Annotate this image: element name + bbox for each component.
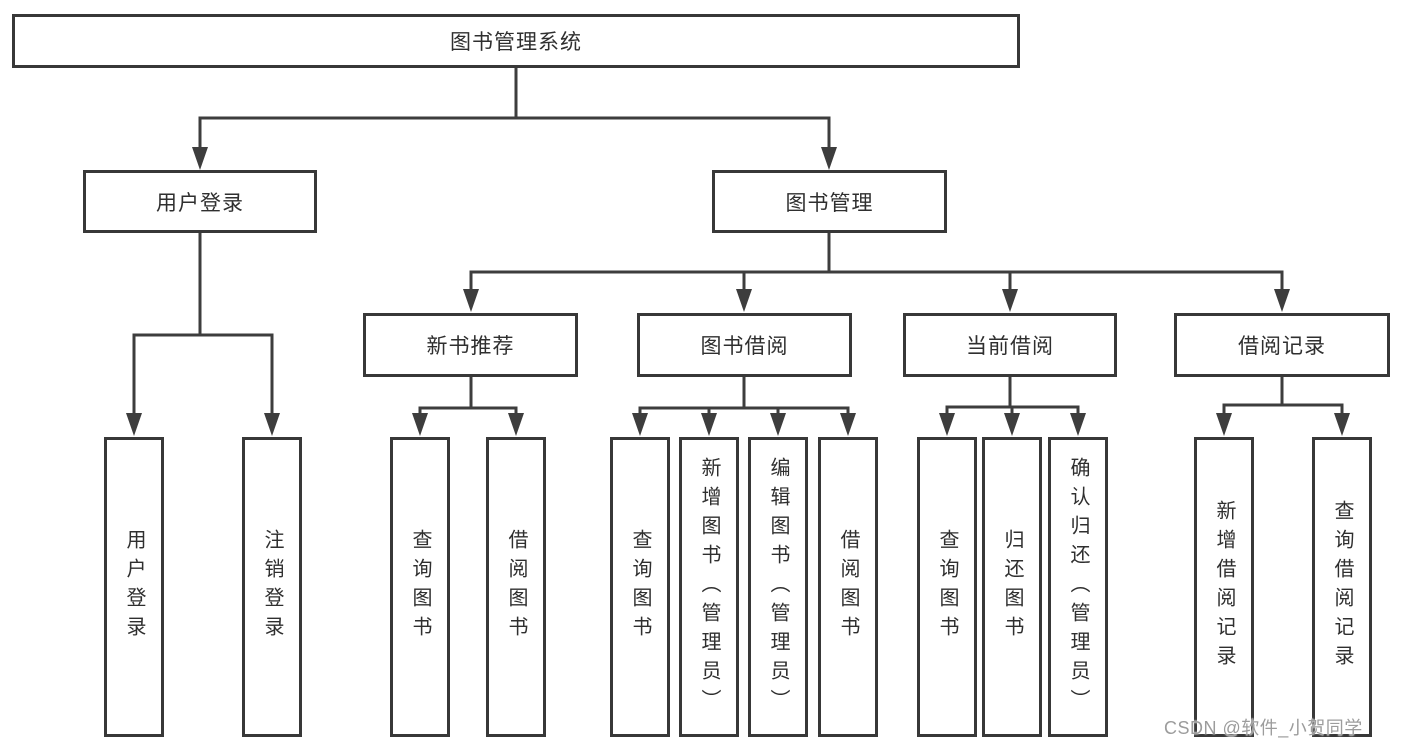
node-label: 新书推荐	[426, 335, 515, 358]
csdn-watermark: CSDN @软件_小贺同学	[1164, 718, 1363, 738]
node-label: 图书管理	[785, 191, 874, 215]
node-label: 用户登录	[156, 191, 244, 215]
node-label: 借阅记录	[1238, 335, 1326, 358]
node-book-management: 图书管理	[712, 170, 947, 233]
node-label: 新增借阅记录	[1213, 500, 1235, 674]
leaf-user-login: 用户登录	[104, 437, 164, 737]
node-library-management-system: 图书管理系统	[12, 14, 1020, 68]
leaf-query-borrow-record: 查询借阅记录	[1312, 437, 1372, 737]
node-label: 确认归还（管理员）	[1067, 456, 1089, 718]
node-current-borrowing: 当前借阅	[903, 313, 1117, 377]
node-label: 用户登录	[123, 529, 145, 645]
leaf-query-books-borrowing: 查询图书	[610, 437, 670, 737]
node-label: 编辑图书（管理员）	[767, 456, 789, 718]
arrowheads	[126, 147, 1350, 436]
leaf-logout: 注销登录	[242, 437, 302, 737]
node-label: 查询图书	[409, 529, 431, 645]
node-label: 借阅图书	[837, 529, 859, 645]
node-label: 新增图书（管理员）	[698, 456, 720, 718]
node-label: 查询图书	[936, 529, 958, 645]
node-new-book-recommendation: 新书推荐	[363, 313, 578, 377]
node-label: 归还图书	[1001, 529, 1023, 645]
leaf-add-borrow-record: 新增借阅记录	[1194, 437, 1254, 737]
node-label: 查询借阅记录	[1331, 500, 1353, 674]
node-label: 当前借阅	[966, 335, 1054, 358]
node-label: 图书借阅	[700, 335, 789, 358]
leaf-confirm-return-admin: 确认归还（管理员）	[1048, 437, 1108, 737]
leaf-add-book-admin: 新增图书（管理员）	[679, 437, 739, 737]
leaf-borrow-books-borrowing: 借阅图书	[818, 437, 878, 737]
node-borrowing-records: 借阅记录	[1174, 313, 1390, 377]
leaf-borrow-books-recommend: 借阅图书	[486, 437, 546, 737]
node-label: 查询图书	[629, 529, 651, 645]
leaf-query-books-recommend: 查询图书	[390, 437, 450, 737]
node-label: 图书管理系统	[450, 31, 582, 54]
leaf-return-books: 归还图书	[982, 437, 1042, 737]
node-label: 借阅图书	[505, 529, 527, 645]
leaf-edit-book-admin: 编辑图书（管理员）	[748, 437, 808, 737]
leaf-query-books-current: 查询图书	[917, 437, 977, 737]
node-book-borrowing: 图书借阅	[637, 313, 852, 377]
node-label: 注销登录	[261, 529, 283, 645]
node-user-login: 用户登录	[83, 170, 317, 233]
